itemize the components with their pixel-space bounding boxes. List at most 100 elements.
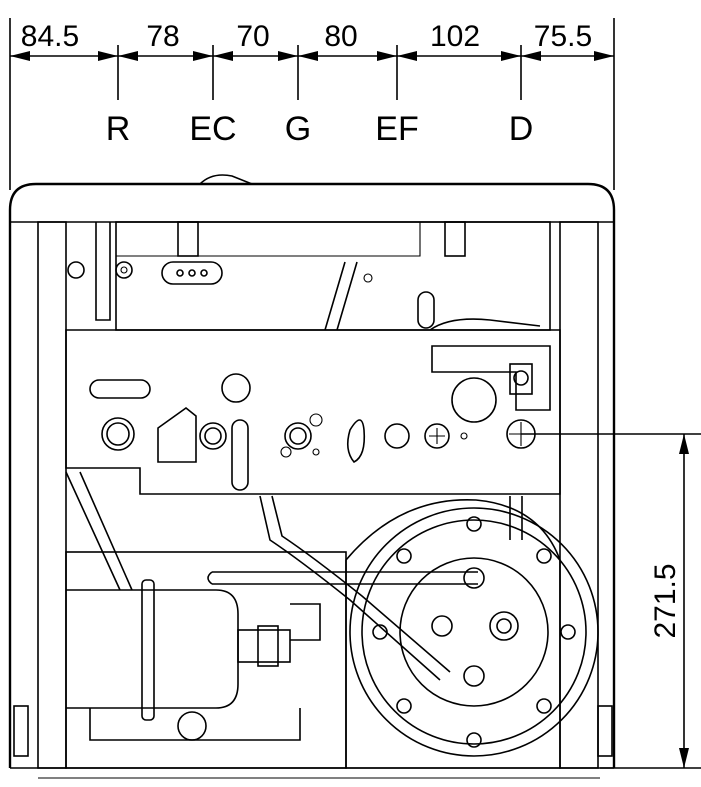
connection-label-ec: EC <box>189 110 236 148</box>
bracket-left <box>95 222 111 321</box>
hood-tab-right <box>444 221 466 257</box>
connection-ec <box>199 422 227 450</box>
screw-icon <box>363 273 373 283</box>
valve-body <box>509 363 533 395</box>
bolt-icon <box>466 732 482 748</box>
bolt-icon <box>536 698 552 714</box>
expansion-vessel <box>66 579 321 741</box>
vessel-band <box>141 579 155 721</box>
connection-label-d: D <box>509 110 534 148</box>
bolt-icon <box>289 427 307 445</box>
nut-icon <box>284 422 312 450</box>
connection-label-r: R <box>106 110 131 148</box>
vessel-fitting <box>237 629 291 663</box>
plate-slot-vertical <box>231 419 249 491</box>
casing-outline <box>8 182 616 768</box>
upper-interior <box>67 221 551 331</box>
bolt-icon <box>560 624 576 640</box>
bolt-icon <box>396 698 412 714</box>
left-side-panel <box>37 221 67 769</box>
plate-teardrop-hole <box>346 419 366 463</box>
connector-pin-1 <box>176 269 184 277</box>
nut-icon <box>463 665 485 687</box>
hood-inner-line <box>116 222 421 257</box>
connection-r <box>101 417 135 451</box>
plate-hole-small <box>460 432 468 440</box>
plate-slot <box>89 379 151 399</box>
hood-tab-left <box>177 221 199 257</box>
nut-icon <box>463 567 485 589</box>
bolt-icon <box>509 422 533 446</box>
vessel-valve <box>290 603 321 641</box>
foot-right <box>597 705 613 757</box>
inspection-port <box>489 611 519 641</box>
connector-pin-2 <box>188 269 196 277</box>
connection-labels: R EC G EF D <box>106 110 534 148</box>
exchanger-cover <box>399 557 549 707</box>
plate-cutout <box>157 406 197 463</box>
pipe-end <box>207 571 213 585</box>
bolt-icon <box>396 548 412 564</box>
bolt-icon <box>204 427 222 445</box>
pipe-gas-diagonal <box>259 495 451 681</box>
pipe-vertical-right <box>509 496 523 540</box>
nut-icon <box>506 419 536 449</box>
top-dimension-chain: 84.5 78 70 80 102 75.5 <box>9 18 615 190</box>
dimension-label-4: 80 <box>324 20 357 53</box>
burner-hole <box>431 615 453 637</box>
connection-plate <box>65 329 561 495</box>
exchanger-flange-inner <box>361 519 587 745</box>
screw-icon <box>115 261 133 279</box>
side-dimension: 271.5 <box>521 433 701 769</box>
connection-label-ef: EF <box>375 110 418 148</box>
pressure-valve <box>451 377 497 423</box>
connection-g <box>284 413 323 450</box>
exchanger-flange-outer <box>349 507 599 757</box>
connection-d <box>506 419 536 449</box>
plate-hole-small <box>280 446 292 458</box>
dimension-label-5: 102 <box>430 20 480 53</box>
valve-bracket <box>431 345 551 411</box>
heat-exchanger <box>345 498 599 769</box>
bolt-icon <box>466 516 482 532</box>
nut-icon <box>101 417 135 451</box>
nut-icon <box>384 423 410 449</box>
nut-icon <box>513 370 529 386</box>
casing-top-bump <box>199 174 253 185</box>
drain-tap <box>177 711 207 741</box>
nut-icon <box>424 423 450 449</box>
bolt-icon <box>536 548 552 564</box>
bolt-icon <box>106 422 130 446</box>
vessel-body <box>66 589 239 709</box>
connector-pin-3 <box>200 269 208 277</box>
sensor-slot <box>417 291 435 329</box>
dimension-label-2: 78 <box>146 20 179 53</box>
exchanger-housing <box>345 498 561 769</box>
connection-label-g: G <box>285 110 311 148</box>
lower-interior <box>13 471 613 769</box>
plate-outline <box>65 329 561 495</box>
gas-pipe-upper <box>324 261 358 331</box>
inspection-port-inner <box>496 618 512 634</box>
side-dimension-label: 271.5 <box>649 563 682 638</box>
screw-icon <box>429 428 445 444</box>
dimension-label-1: 84.5 <box>21 20 79 53</box>
nut-icon <box>199 422 227 450</box>
dimension-label-3: 70 <box>236 20 269 53</box>
screw-icon <box>309 413 323 427</box>
nut-icon <box>257 625 279 667</box>
plate-hole-small <box>312 448 320 456</box>
connection-aux <box>424 423 450 449</box>
screw-icon <box>120 266 128 274</box>
connection-ef <box>384 423 410 449</box>
screw-icon <box>67 261 85 279</box>
electrical-connector <box>161 261 223 285</box>
pipe-bend-upper <box>429 318 541 331</box>
bolt-icon <box>372 624 388 640</box>
plate-hole <box>221 373 251 403</box>
right-side-panel <box>559 221 599 769</box>
dimension-label-6: 75.5 <box>534 20 592 53</box>
pipe-horizontal <box>212 571 478 585</box>
